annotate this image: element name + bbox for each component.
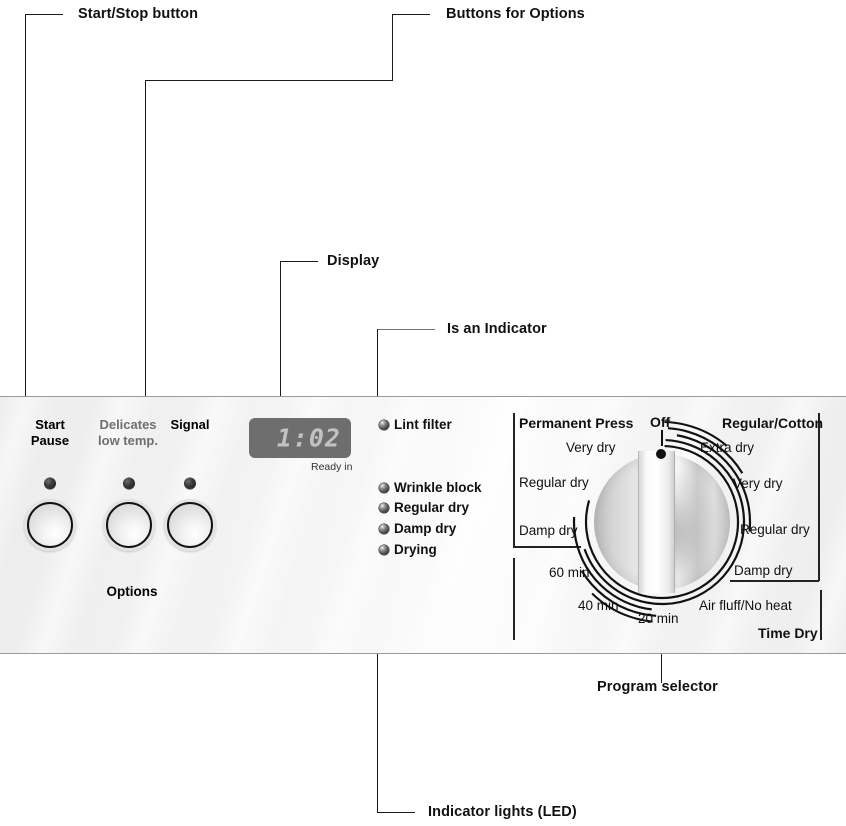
start-pause-led [44, 478, 56, 489]
dial-time-setting-60-min: 60 min [549, 565, 590, 580]
leader-indicator-lights-horizontal [377, 812, 415, 813]
leader-indicator-lights-vertical [377, 652, 378, 812]
bracket-regular-cotton-bottom [730, 580, 819, 582]
callout-start-stop-label: Start/Stop button [78, 6, 199, 22]
bracket-permanent-press-bottom [513, 546, 581, 548]
dial-footer-time-dry: Time Dry [758, 625, 818, 641]
damp-dry-label: Damp dry [394, 521, 457, 536]
dial-right-setting-regular-dry: Regular dry [740, 522, 810, 537]
leader-options-vertical-down [145, 80, 146, 408]
options-label: Options [106, 584, 158, 599]
indicator-lint-filter: Lint filter [379, 417, 452, 432]
leader-options-horizontal-top [392, 14, 430, 15]
off-index-line [661, 430, 663, 446]
leader-display-horizontal [280, 261, 318, 262]
lcd-value: 1:02 [276, 423, 341, 453]
lcd-display: 1:02 [249, 418, 351, 458]
callout-is-an-indicator-label: Is an Indicator [447, 321, 547, 337]
leader-program-selector-vertical [661, 652, 662, 683]
signal-led [184, 478, 196, 489]
leader-indicator-horizontal [377, 329, 435, 330]
start-pause-label: Start Pause [31, 417, 69, 449]
start-pause-button[interactable] [24, 499, 76, 551]
callout-display-label: Display [327, 253, 380, 269]
lint-filter-led-icon [379, 419, 389, 430]
delicates-led [123, 478, 135, 489]
dial-right-setting-extra-dry: Extra dry [700, 440, 755, 455]
dial-heading-off: Off [650, 414, 671, 430]
leader-options-vertical-top [392, 14, 393, 80]
wrinkle-block-led-icon [379, 482, 389, 493]
indicator-damp-dry: Damp dry [379, 521, 456, 536]
leader-indicator-vertical [377, 329, 378, 413]
regular-dry-led-icon [379, 502, 389, 513]
signal-label-line1: Signal [170, 417, 210, 432]
dial-right-setting-damp-dry: Damp dry [734, 563, 793, 578]
wrinkle-block-label: Wrinkle block [394, 480, 482, 495]
damp-dry-led-icon [379, 523, 389, 534]
callout-indicator-lights-label: Indicator lights (LED) [428, 804, 577, 820]
dial-time-setting-20-min: 20 min [638, 611, 679, 626]
off-index-dot [656, 449, 666, 459]
indicator-regular-dry: Regular dry [379, 500, 469, 515]
bracket-permanent-press-vertical [513, 413, 515, 547]
knob-pointer [638, 451, 675, 593]
bracket-time-dry-left-vertical [513, 558, 515, 640]
start-pause-label-line2: Pause [30, 433, 70, 448]
leader-start-stop-vertical [25, 14, 26, 408]
leader-start-stop-horizontal [25, 14, 63, 15]
delicates-label-line2: low temp. [98, 433, 158, 448]
indicator-drying: Drying [379, 542, 437, 557]
indicator-wrinkle-block: Wrinkle block [379, 480, 482, 495]
signal-label: Signal [170, 417, 209, 433]
ready-in-caption: Ready in [311, 461, 353, 473]
bracket-time-dry-right-vertical [820, 590, 822, 640]
drying-led-icon [379, 544, 389, 555]
dial-right-setting-very-dry: Very dry [733, 476, 783, 491]
dial-heading-permanent-press: Permanent Press [519, 415, 634, 431]
dial-left-setting-very-dry: Very dry [566, 440, 616, 455]
regular-dry-label: Regular dry [394, 500, 470, 515]
start-pause-label-line1: Start [35, 417, 65, 432]
delicates-label-line1: Delicates [99, 417, 157, 432]
dial-left-setting-damp-dry: Damp dry [519, 523, 578, 538]
drying-label: Drying [394, 542, 437, 557]
dial-time-setting-air-fluff: Air fluff/No heat [699, 598, 792, 613]
leader-display-vertical [280, 261, 281, 411]
program-selector-knob[interactable] [594, 451, 730, 593]
signal-button[interactable] [164, 499, 216, 551]
delicates-label: Delicates low temp. [98, 417, 158, 449]
callout-program-selector-label: Program selector [597, 679, 718, 695]
dial-left-setting-regular-dry: Regular dry [519, 475, 589, 490]
delicates-button[interactable] [103, 499, 155, 551]
dial-time-setting-40-min: 40 min [578, 598, 619, 613]
dial-heading-regular-cotton: Regular/Cotton [722, 415, 824, 431]
lint-filter-label: Lint filter [394, 417, 452, 432]
bracket-regular-cotton-vertical [818, 413, 820, 581]
leader-options-horizontal-mid [145, 80, 393, 81]
callout-buttons-options-label: Buttons for Options [446, 6, 585, 22]
